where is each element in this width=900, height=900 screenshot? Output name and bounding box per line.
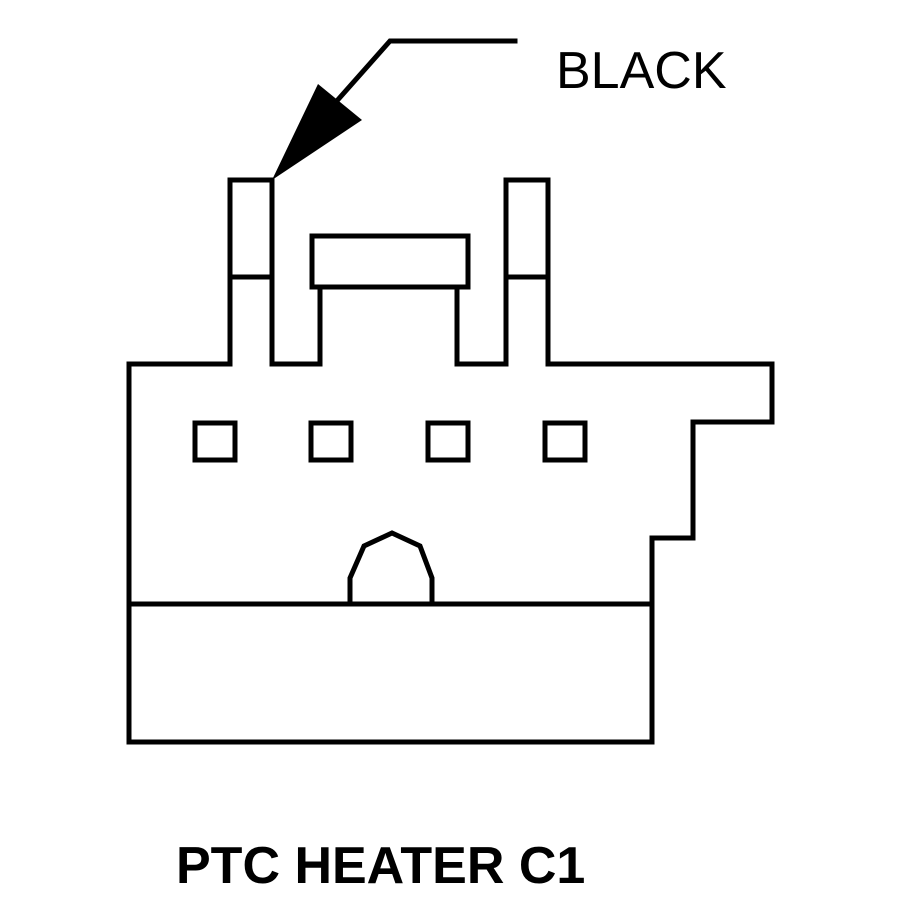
terminal-cavity [425,420,471,463]
terminal-cavity [542,420,588,463]
leader-arrowhead [272,84,362,180]
terminal-cavity [192,420,238,463]
keying-bump [347,530,435,607]
left-terminal-tower [227,177,275,367]
terminal-cavities [192,420,588,463]
wire-callout [272,38,518,180]
wire-color-label: BLACK [556,42,727,100]
connector-title: PTC HEATER C1 [176,837,585,895]
connector-housing-outline [126,361,775,745]
leader-line [331,38,518,107]
right-terminal-tower [503,177,551,367]
terminal-cavity [308,420,354,463]
locking-latch [269,233,509,367]
